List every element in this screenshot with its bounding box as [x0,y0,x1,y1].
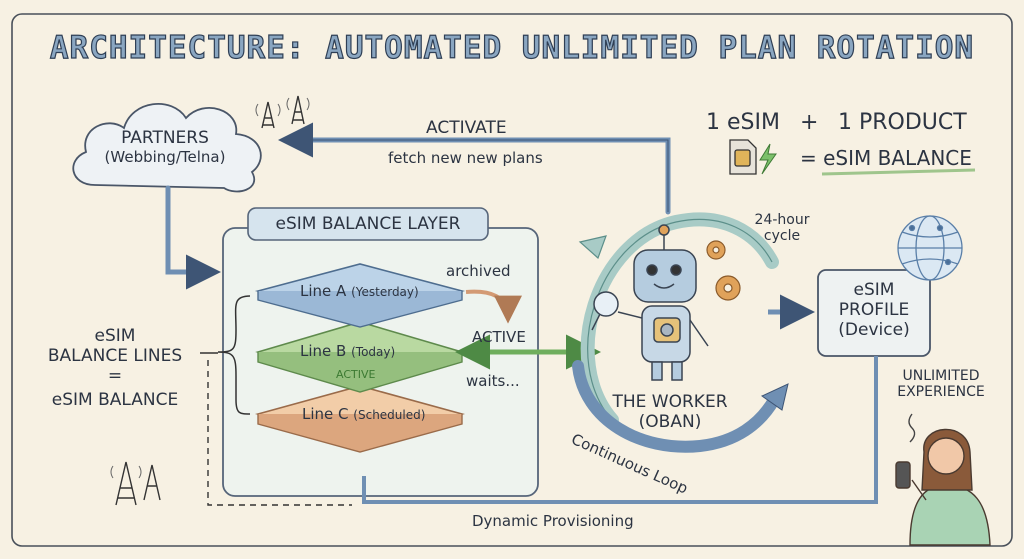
line-c-name: Line C [302,405,349,423]
profile-line1: eSIM [853,280,895,300]
line-b-label: Line B (Today) [300,342,395,360]
sim-card-icon [729,139,757,175]
dynamic-provisioning-label: Dynamic Provisioning [472,512,634,530]
profile-label: eSIM PROFILE (Device) [818,280,930,340]
page-frame [11,13,1013,547]
user-line2: EXPERIENCE [897,384,985,400]
partners-title: PARTNERS [121,128,209,148]
line-b-status: ACTIVE [336,368,376,381]
lines-bracket [217,295,251,415]
line-b-name: Line B [300,342,347,360]
antenna-icon-bottom [110,461,161,506]
line-a-label: Line A (Yesterday) [300,282,419,300]
balance-layer-header [247,207,489,241]
partners-to-layer-arrow [165,185,221,290]
line-a-tag: (Yesterday) [351,285,419,299]
archived-arrow [465,289,522,324]
worker-label: THE WORKER (OBAN) [608,392,732,432]
balance-layer-title: eSIM BALANCE LAYER [275,214,461,234]
fetch-label: fetch new new plans [388,149,543,167]
line-c-label: Line C (Scheduled) [302,405,425,423]
globe-icon [897,215,963,281]
profile-line2: PROFILE [838,300,910,320]
balance-lines-line3: eSIM BALANCE [51,390,179,410]
balance-lines-line2: BALANCE LINES [47,346,183,366]
lightning-icon [759,143,777,175]
partners-cloud [72,103,262,193]
esim-balance-underline [821,168,976,176]
gear-icon [706,240,741,301]
balance-lines-label: eSIM BALANCE LINES = eSIM BALANCE [40,326,190,410]
archived-label: archived [446,262,511,280]
person-icon [895,428,991,546]
activate-label: ACTIVATE [426,118,507,138]
cycle-label: 24-hour cycle [742,212,822,244]
continuous-loop-lower [572,360,780,453]
legend-result: = eSIM BALANCE [800,146,972,170]
line-a-name: Line A [300,282,347,300]
cycle-line1: 24-hour [754,212,810,228]
balance-lines-eq: = [107,366,123,386]
robot-worker-icon [591,224,709,381]
cycle-line2: cycle [763,228,801,244]
waits-label: waits... [466,372,520,390]
worker-title: THE WORKER [612,392,728,412]
diagram-title: ARCHITECTURE: AUTOMATED UNLIMITED PLAN R… [49,29,975,66]
antenna-icon [255,95,310,129]
line-c-tag: (Scheduled) [353,408,426,422]
legend-plus: + [800,110,819,135]
dashed-connector [207,360,352,506]
legend-esim: 1 eSIM [706,110,780,135]
active-label: ACTIVE [472,328,526,346]
partners-subtitle: (Webbing/Telna) [104,148,226,166]
user-label: UNLIMITED EXPERIENCE [886,368,996,400]
balance-lines-line1: eSIM [94,326,136,346]
line-b-tag: (Today) [351,345,396,359]
legend-product: 1 PRODUCT [838,110,967,135]
worker-subtitle: (OBAN) [638,412,702,432]
partners-label: PARTNERS (Webbing/Telna) [100,128,230,166]
user-line1: UNLIMITED [902,368,980,384]
profile-line3: (Device) [838,320,910,340]
dynamic-provisioning-line [362,356,878,504]
